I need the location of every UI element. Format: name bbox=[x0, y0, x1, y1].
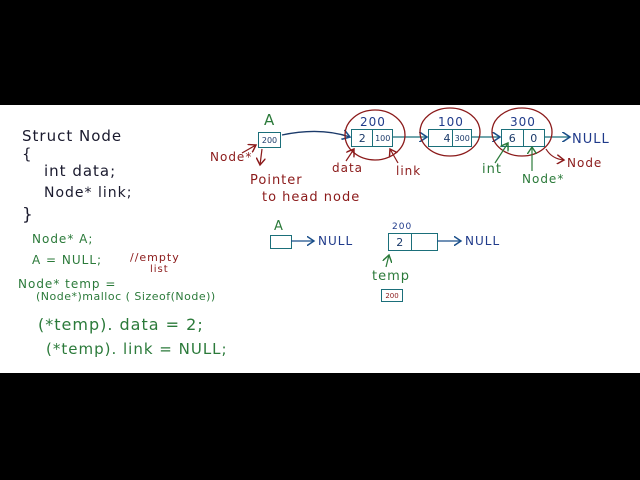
node1-link: 100 bbox=[372, 130, 392, 146]
head-pointer-value: 200 bbox=[261, 135, 278, 145]
node1-circle bbox=[344, 109, 406, 161]
bottom-node-link bbox=[410, 234, 437, 250]
bottom-node-data: 2 bbox=[396, 235, 404, 249]
whiteboard: Struct Node { int data; Node* link; } No… bbox=[0, 105, 640, 373]
link-label: link bbox=[396, 164, 422, 178]
set-link: (*temp). link = NULL; bbox=[46, 340, 228, 358]
bottom-node-null: NULL bbox=[465, 234, 501, 248]
malloc-call: (Node*)malloc ( Sizeof(Node)) bbox=[36, 290, 216, 303]
struct-close-brace: } bbox=[22, 205, 34, 225]
bottom-head-label-a: A bbox=[274, 219, 284, 234]
node1-data: 2 bbox=[358, 131, 366, 145]
node2-address: 100 bbox=[438, 115, 464, 129]
assign-null: A = NULL; bbox=[32, 253, 103, 267]
bottom-head-box bbox=[270, 235, 292, 249]
temp-label: temp bbox=[372, 269, 411, 284]
set-data: (*temp). data = 2; bbox=[38, 315, 204, 334]
node3-address: 300 bbox=[510, 115, 536, 129]
temp-pointer-value: 200 bbox=[385, 291, 399, 300]
struct-open-brace: { bbox=[22, 145, 33, 163]
node2-circle bbox=[419, 107, 481, 157]
node1-address: 200 bbox=[360, 115, 386, 129]
node3-link: 0 bbox=[522, 130, 545, 146]
head-desc-pointer: Pointer bbox=[250, 173, 303, 188]
temp-pointer-box: 200 bbox=[381, 289, 403, 302]
node1-box: 2 100 bbox=[351, 129, 393, 147]
node-ptr-label: Node* bbox=[522, 172, 565, 186]
head-label-a: A bbox=[264, 111, 276, 129]
struct-field-data: int data; bbox=[44, 162, 117, 180]
bottom-head-null: NULL bbox=[318, 234, 354, 248]
node3-data: 6 bbox=[508, 131, 516, 145]
node2-link: 300 bbox=[452, 130, 471, 146]
head-to-node1-arrow bbox=[281, 131, 350, 137]
node-label: Node bbox=[567, 156, 603, 170]
temp-decl: Node* temp = bbox=[18, 277, 117, 291]
int-label: int bbox=[482, 162, 502, 177]
node2-data: 4 bbox=[443, 131, 451, 145]
node2-box: 4 300 bbox=[428, 129, 472, 147]
comment-empty: //empty bbox=[130, 251, 180, 264]
head-type-label: Node* bbox=[210, 150, 253, 164]
decl-a: Node* A; bbox=[32, 232, 94, 246]
head-pointer-box: 200 bbox=[258, 132, 281, 148]
bottom-node-address: 200 bbox=[392, 222, 413, 232]
node3-box: 6 0 bbox=[501, 129, 545, 147]
head-desc-to-head-node: to head node bbox=[262, 190, 361, 205]
struct-header: Struct Node bbox=[22, 127, 123, 145]
node3-circle bbox=[491, 107, 553, 157]
diagram-strokes bbox=[241, 107, 640, 268]
comment-list: list bbox=[150, 264, 169, 275]
terminal-null: NULL bbox=[572, 132, 610, 147]
data-label: data bbox=[332, 161, 364, 175]
struct-field-link: Node* link; bbox=[44, 185, 133, 201]
bottom-node-box: 2 bbox=[388, 233, 438, 251]
